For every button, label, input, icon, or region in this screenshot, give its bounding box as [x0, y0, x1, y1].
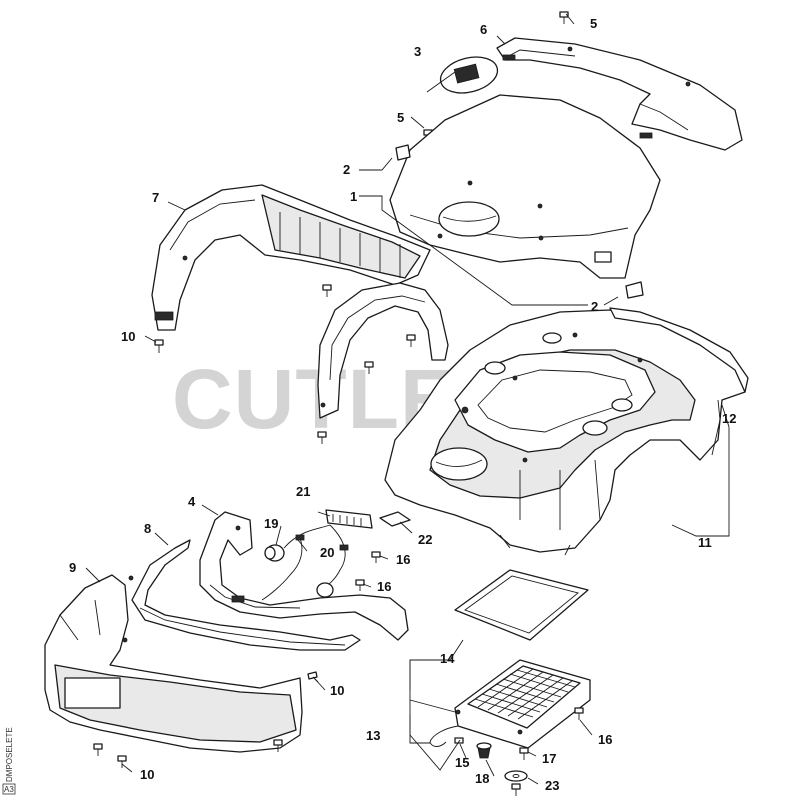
part-10-screw-fender-mid [364, 361, 374, 374]
callout-13: 13 [366, 728, 380, 743]
callout-1: 1 [350, 189, 357, 204]
side-reference-code: A3 [4, 785, 14, 794]
part-15-clip [454, 737, 464, 744]
part-16-screw-plate [574, 707, 584, 720]
part-16-screw-lower [355, 579, 365, 591]
callout-16-lower: 16 [377, 579, 391, 594]
part-8-bumper-strip [131, 539, 361, 651]
callout-5-hood: 5 [397, 110, 404, 125]
callout-23: 23 [545, 778, 559, 793]
callout-2-right: 2 [591, 299, 598, 314]
callout-9: 9 [69, 560, 76, 575]
callout-4: 4 [188, 494, 196, 509]
part-6-rear-cover-strip [496, 37, 743, 151]
part-5-screw-top [559, 11, 569, 24]
callout-labels: 1 2 2 3 4 5 5 6 7 8 9 10 10 10 11 12 13 … [69, 16, 736, 793]
callout-19: 19 [264, 516, 278, 531]
callout-10-fender: 10 [121, 329, 135, 344]
side-reference: DMPOSELETE A3 [2, 727, 16, 795]
side-reference-text: DMPOSELETE [5, 727, 14, 782]
part-10-screw-bumper-left [93, 743, 103, 756]
part-22-sticker [379, 511, 411, 527]
callout-15: 15 [455, 755, 469, 770]
callout-12: 12 [722, 411, 736, 426]
part-18-grommet [476, 742, 492, 759]
leader-lines [85, 13, 730, 785]
callout-3: 3 [414, 44, 421, 59]
part-11-main-body-shell [384, 309, 746, 556]
callout-10-bumper-bottom: 10 [140, 767, 154, 782]
part-10-screw-fender-left [154, 339, 164, 353]
callout-14: 14 [440, 651, 455, 666]
callout-10-bumper-right: 10 [330, 683, 344, 698]
callout-17: 17 [542, 751, 556, 766]
part-7-right-fender-arch [317, 282, 449, 419]
part-4-front-frame [199, 511, 409, 641]
part-20-wiring-harness [261, 524, 349, 601]
callout-6: 6 [480, 22, 487, 37]
part-10-screw-fender-bottom [317, 431, 327, 444]
callout-20: 20 [320, 545, 334, 560]
part-13-base-plate [429, 659, 591, 749]
callout-18: 18 [475, 771, 489, 786]
part-2-sticker-top [395, 144, 411, 161]
part-7-rear-fender-panel [151, 184, 431, 331]
part-16-screw-upper [371, 551, 381, 563]
callout-2-top: 2 [343, 162, 350, 177]
part-12-body-side-trim [609, 307, 749, 393]
part-19-light-socket [264, 544, 285, 562]
part-21-connector-board [325, 509, 373, 529]
part-17-screw [519, 747, 529, 760]
part-10-screw-fender-top [322, 284, 332, 297]
part-1-hood [389, 94, 661, 279]
callout-21: 21 [296, 484, 310, 499]
callout-5-top: 5 [590, 16, 597, 31]
part-3-round-badge [439, 56, 499, 94]
part-10-screw-bumper-far [273, 739, 283, 752]
callout-7: 7 [152, 190, 159, 205]
part-9-front-bumper [44, 574, 303, 753]
callout-8: 8 [144, 521, 151, 536]
part-2-sticker-right [625, 281, 644, 299]
callout-22: 22 [418, 532, 432, 547]
part-10-screw-fender-arch [406, 334, 416, 347]
part-23-washer-screw [504, 770, 528, 796]
callout-11: 11 [698, 535, 712, 550]
part-14-gasket [454, 569, 589, 641]
callout-16-upper: 16 [396, 552, 410, 567]
callout-16-plate: 16 [598, 732, 612, 747]
